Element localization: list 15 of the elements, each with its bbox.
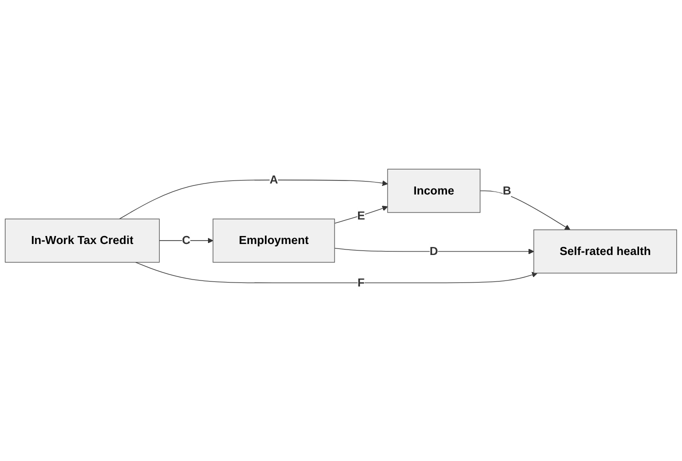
arrow (159, 238, 214, 244)
edge-label: D (430, 244, 438, 258)
edge-label: C (182, 234, 190, 247)
edge-label: B (502, 184, 512, 198)
arrow (334, 248, 534, 254)
edge-label: E (357, 209, 366, 222)
edge-label: F (358, 276, 365, 290)
node-box: Income (387, 169, 480, 213)
arrow (135, 262, 538, 284)
node-box: Self-rated health (534, 230, 678, 274)
arrow (480, 190, 570, 230)
edge-label: A (270, 173, 278, 186)
node-box: Employment (212, 218, 335, 263)
arrow (119, 180, 388, 220)
node-box: In-Work Tax Credit (4, 218, 160, 263)
